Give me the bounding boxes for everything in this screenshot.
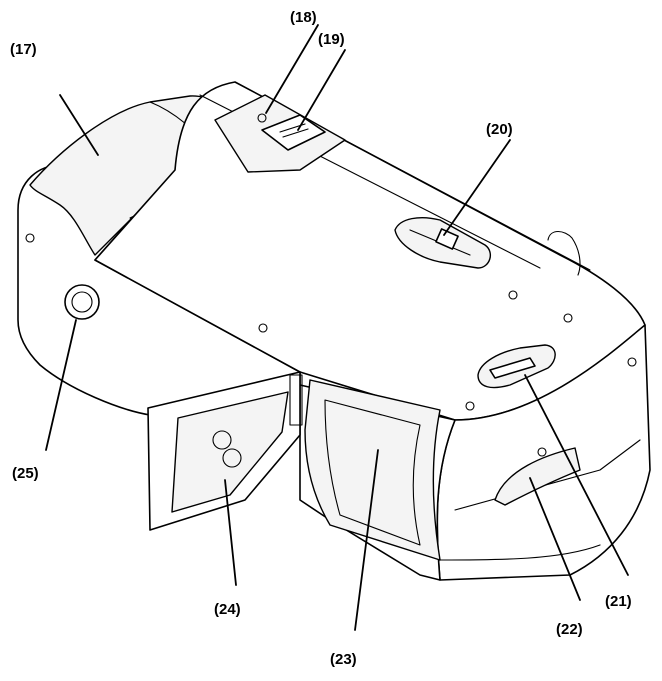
battery-contact-2 xyxy=(222,448,242,468)
leader-lines xyxy=(45,24,629,631)
battery-cover-inner xyxy=(171,391,289,513)
callout-19: (19) xyxy=(318,31,345,48)
callout-23: (23) xyxy=(330,651,357,668)
leader-22 xyxy=(529,477,581,601)
leader-19 xyxy=(297,49,346,131)
slide-switch-knob[interactable] xyxy=(435,228,459,250)
leader-25 xyxy=(45,319,77,451)
callout-17: (17) xyxy=(10,41,37,58)
leader-18 xyxy=(265,24,319,114)
battery-contact-1 xyxy=(212,430,232,450)
screw-5 xyxy=(465,401,475,411)
battery-compartment xyxy=(304,379,441,561)
screw-4 xyxy=(563,313,573,323)
tripod-socket xyxy=(64,284,100,320)
top-button xyxy=(261,114,326,151)
screw-1 xyxy=(25,233,35,243)
screw-6 xyxy=(627,357,637,367)
screw-7 xyxy=(537,447,547,457)
base-bottom-line xyxy=(439,544,601,561)
top-indicator-dot xyxy=(257,113,267,123)
leader-21 xyxy=(524,374,629,576)
screw-2 xyxy=(258,323,268,333)
leader-23 xyxy=(354,449,379,631)
hinge xyxy=(289,374,303,426)
strap-eyelet xyxy=(547,230,581,276)
battery-compartment-inner xyxy=(324,399,421,546)
callout-25: (25) xyxy=(12,465,39,482)
callout-24: (24) xyxy=(214,601,241,618)
dial xyxy=(494,447,581,506)
leader-24 xyxy=(224,479,237,586)
callout-21: (21) xyxy=(605,593,632,610)
callout-18: (18) xyxy=(290,9,317,26)
leader-20 xyxy=(443,139,511,236)
tripod-socket-inner xyxy=(71,291,93,313)
callout-22: (22) xyxy=(556,621,583,638)
callout-20: (20) xyxy=(486,121,513,138)
side-slide-switch-knob[interactable] xyxy=(489,357,536,379)
leader-17 xyxy=(59,94,99,156)
screw-3 xyxy=(508,290,518,300)
